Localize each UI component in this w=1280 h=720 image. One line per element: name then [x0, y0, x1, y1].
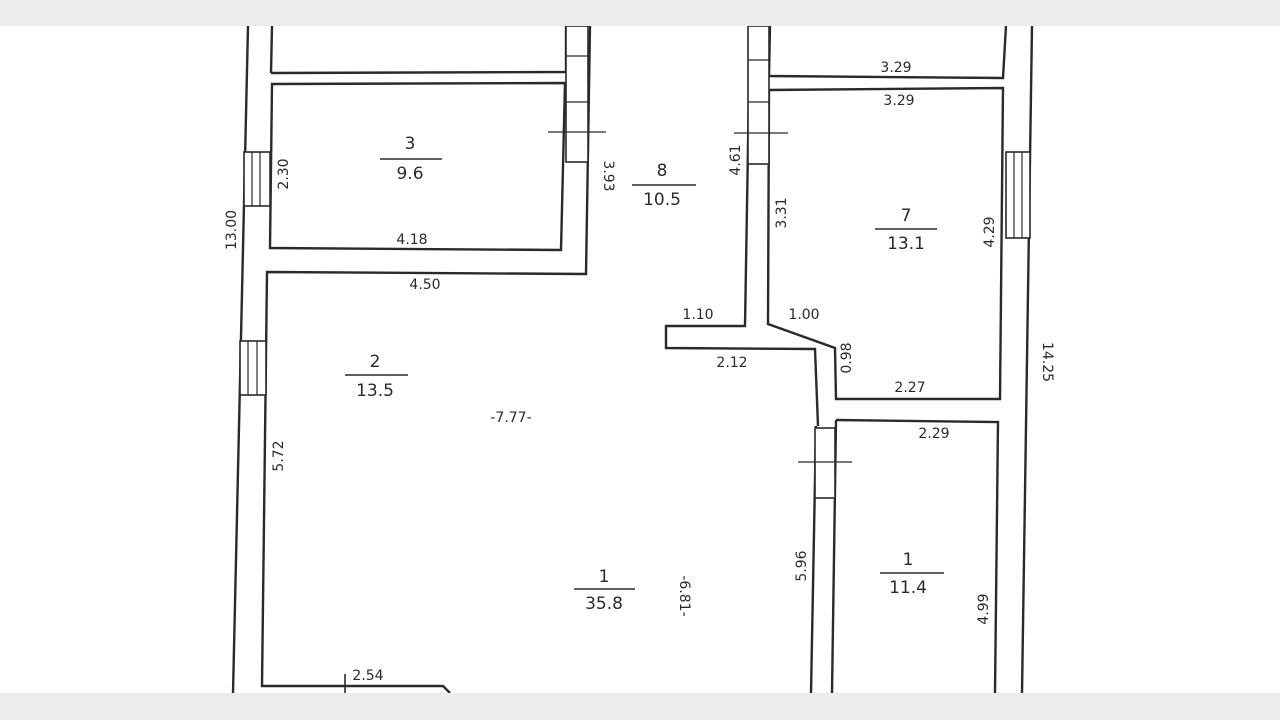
dim-label: 3.31 — [774, 197, 790, 228]
dim-label: 2.54 — [352, 668, 383, 684]
dim-label: 3.29 — [880, 60, 911, 76]
dim-label: 0.98 — [839, 342, 855, 373]
dim-label: 4.18 — [396, 232, 427, 248]
dim-label: 14.25 — [1039, 342, 1055, 382]
room-number: 2 — [370, 352, 381, 372]
dim-label: 13.00 — [224, 210, 240, 250]
room-area: 10.5 — [643, 190, 681, 210]
dim-label: 1.00 — [788, 307, 819, 323]
room-label: 1 11.4 — [880, 550, 944, 598]
dim-label: 2.30 — [276, 158, 292, 189]
room-number: 1 — [903, 550, 914, 570]
room-number: 1 — [599, 567, 610, 587]
drawing-sheet — [0, 26, 1280, 693]
floor-plan: 3 9.6 8 10.5 7 13.1 2 13.5 1 35.8 1 11.4 — [224, 26, 1055, 693]
dim-label: 1.10 — [682, 307, 713, 323]
dim-label: 3.93 — [600, 160, 616, 191]
room-label: 7 13.1 — [875, 206, 937, 254]
room-label: 3 9.6 — [380, 134, 442, 184]
dim-label: 4.50 — [409, 277, 440, 293]
room-area: 13.5 — [356, 381, 394, 401]
dim-label: 2.12 — [716, 355, 747, 371]
room-number: 8 — [657, 161, 668, 181]
room-labels: 3 9.6 8 10.5 7 13.1 2 13.5 1 35.8 1 11.4 — [345, 134, 944, 614]
dim-label: 3.29 — [883, 93, 914, 109]
dim-label: 2.29 — [918, 426, 949, 442]
dim-label: 5.96 — [794, 550, 810, 581]
dimension-labels: 3.29 3.29 2.30 4.18 3.93 13.00 4.61 3.31… — [224, 60, 1055, 684]
dim-label: -6.81- — [676, 575, 692, 616]
room-label: 8 10.5 — [632, 161, 696, 210]
room-number: 3 — [405, 134, 416, 154]
openings — [239, 26, 1031, 693]
dim-label: 2.27 — [894, 380, 925, 396]
room-area: 9.6 — [396, 164, 423, 184]
dim-label: 5.72 — [271, 440, 287, 471]
dim-label: 4.29 — [982, 216, 998, 247]
dim-label: 4.61 — [728, 144, 744, 175]
room-label: 2 13.5 — [345, 352, 408, 401]
room-area: 11.4 — [889, 578, 927, 598]
room-label: 1 35.8 — [574, 567, 635, 614]
dim-label: 4.99 — [976, 593, 992, 624]
room-number: 7 — [901, 206, 912, 226]
room-area: 35.8 — [585, 594, 623, 614]
room-area: 13.1 — [887, 234, 925, 254]
dim-label: -7.77- — [490, 410, 531, 426]
